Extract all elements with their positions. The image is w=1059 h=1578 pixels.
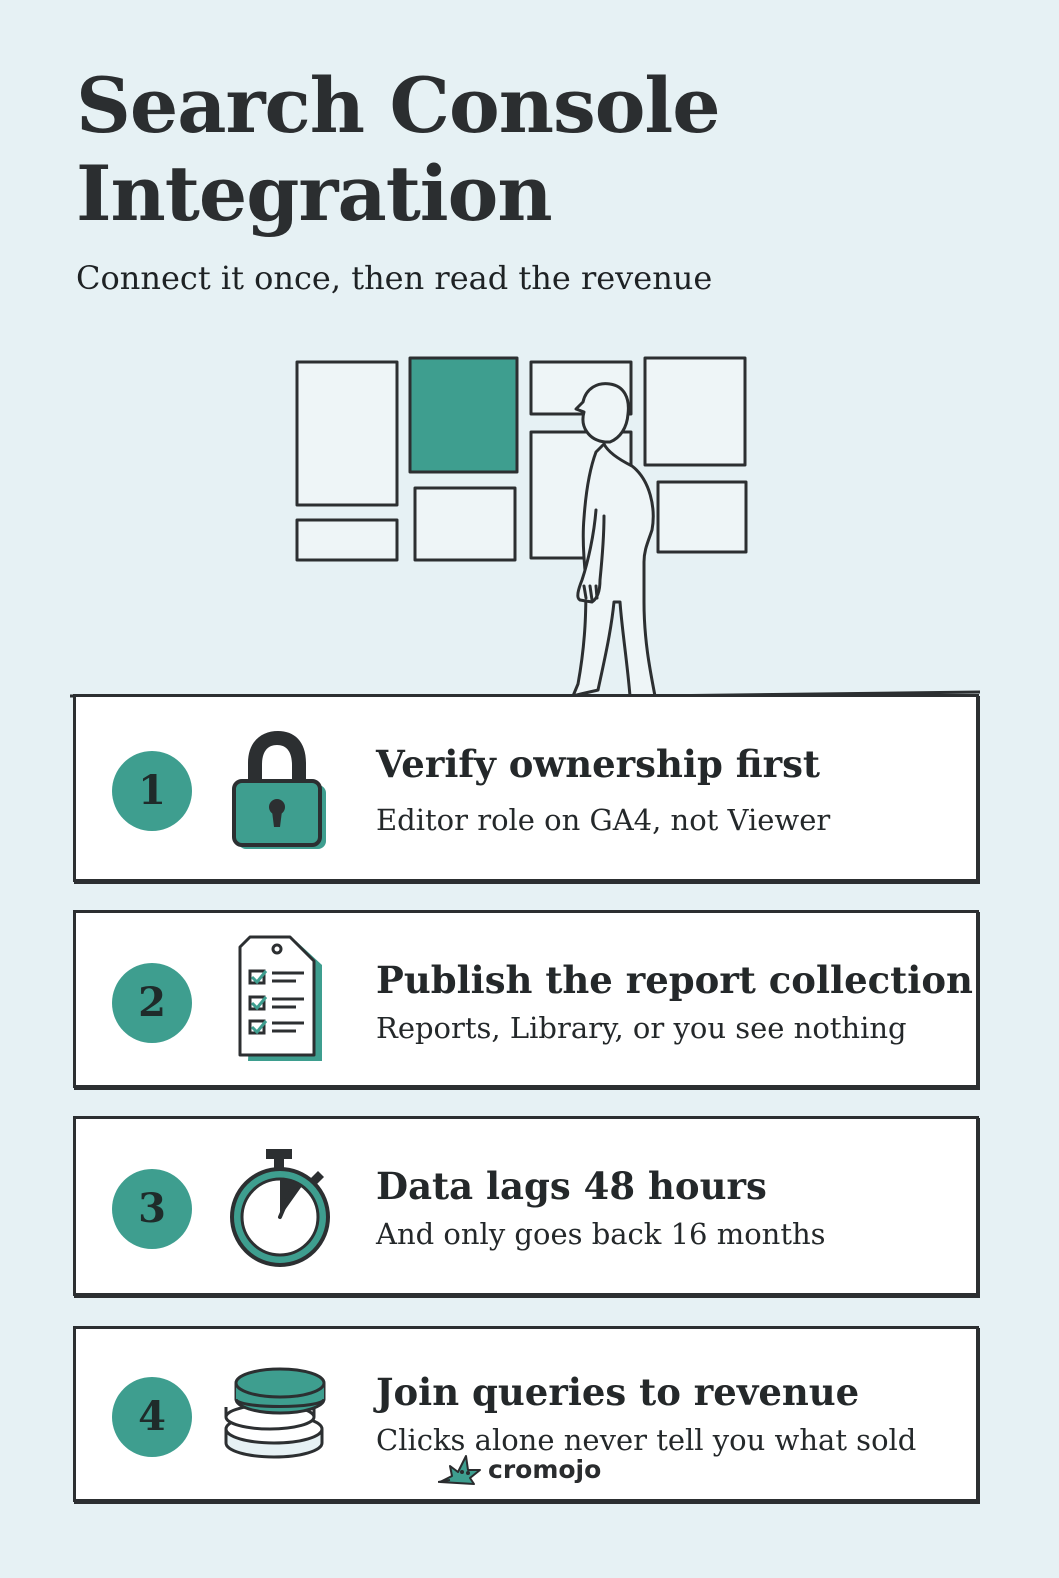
person-figure [571,382,657,698]
wall-panel-highlight [408,356,519,474]
step-card-1: 1 Verify ownership first Editor role on … [73,694,979,882]
wall-panel [643,356,747,467]
hero-illustration [70,356,981,698]
step-badge-4: 4 [112,1377,192,1457]
brand-logo-text: cromojo [488,1454,602,1484]
step-badge-3: 3 [112,1169,192,1249]
step-card-3: 3 Data lags 48 hours And only goes back … [73,1116,979,1296]
page-title: Search Console Integration [76,61,721,238]
title-line-2: Integration [76,149,553,238]
title-line-1: Search Console [76,61,721,150]
step-badge-2: 2 [112,963,192,1043]
stopwatch-icon [230,1149,330,1267]
step-title-2: Publish the report collection [376,958,973,1002]
step-desc-4: Clicks alone never tell you what sold [376,1423,917,1457]
page-subtitle: Connect it once, then read the revenue [76,259,713,297]
wall-panel [656,480,748,554]
star-mascot-icon [438,1455,481,1485]
step-desc-1: Editor role on GA4, not Viewer [376,803,831,837]
wall-panel [295,360,399,507]
step-card-4: 4 Join queries to revenue Clicks alone n… [73,1326,979,1502]
step-desc-3: And only goes back 16 months [376,1217,826,1251]
step-title-4: Join queries to revenue [376,1370,860,1414]
wall-panel [413,486,517,562]
step-badge-1: 1 [112,751,192,831]
padlock-icon [232,731,326,849]
coin-stack-icon [224,1367,326,1459]
wall-panel [295,518,399,562]
step-card-2: 2 Publish the report collection Reports,… [73,910,979,1088]
step-title-1: Verify ownership first [376,742,821,786]
step-desc-2: Reports, Library, or you see nothing [376,1011,907,1045]
checklist-tag-icon [238,935,322,1061]
step-title-3: Data lags 48 hours [376,1164,767,1208]
brand-logo[interactable]: cromojo [438,1452,601,1486]
